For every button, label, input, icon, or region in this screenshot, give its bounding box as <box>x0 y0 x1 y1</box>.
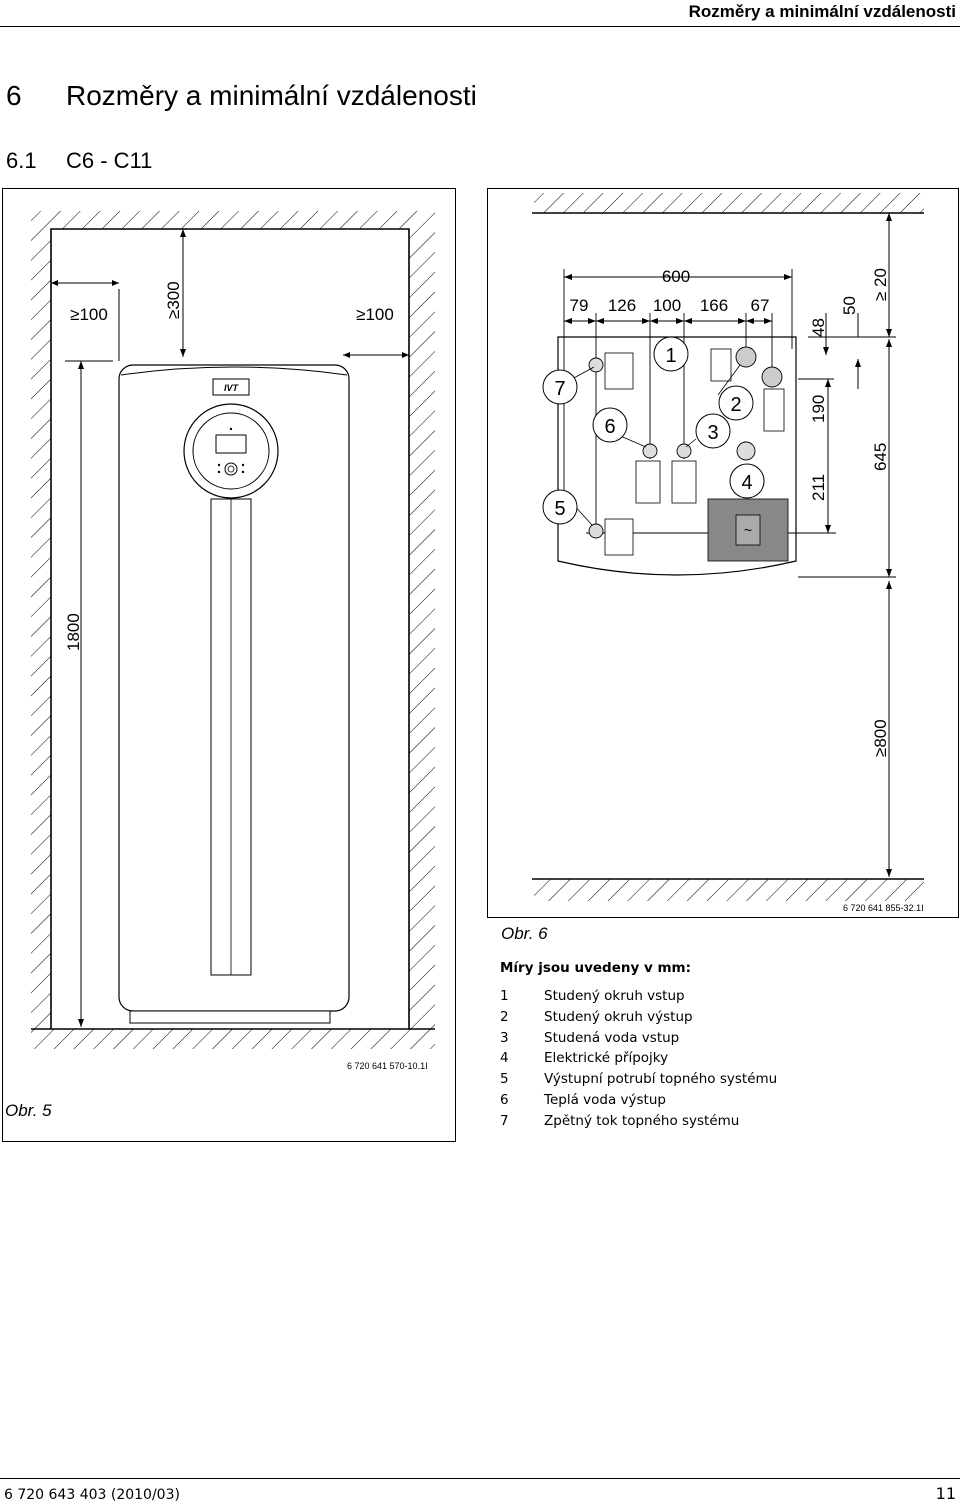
dim-100: 100 <box>653 296 681 315</box>
brand-logo-text: IVT <box>224 383 240 393</box>
dim-190: 190 <box>809 395 828 423</box>
brine-out-icon <box>763 388 785 432</box>
figure-5-drawing: IVT ≥100 ≥300 ≥100 1800 <box>31 211 435 1049</box>
connection-3 <box>676 443 692 459</box>
dim-left-clearance: ≥100 <box>70 305 108 324</box>
dim-right-clearance: ≥100 <box>356 305 394 324</box>
control-knob <box>224 462 238 476</box>
wall-top-hatch <box>534 193 924 213</box>
dim-total-width: 600 <box>662 267 690 286</box>
subsection-number: 6.1 <box>6 148 37 173</box>
brine-in-icon <box>710 348 732 382</box>
figure-6-caption: Obr. 6 <box>501 924 548 943</box>
dim-48: 48 <box>809 318 828 337</box>
figure-5-frame: IVT ≥100 ≥300 ≥100 1800 6 720 641 570-10… <box>2 188 456 1142</box>
footer-rule <box>0 1478 960 1479</box>
figure-5-code: 6 720 641 570-10.1I <box>347 1061 428 1071</box>
connection-2 <box>761 366 783 388</box>
dim-top-clearance: ≥300 <box>164 281 183 319</box>
connection-7 <box>588 357 604 373</box>
niche-outline <box>50 228 410 1029</box>
page-number: 11 <box>935 1484 956 1503</box>
connection-5 <box>588 523 604 539</box>
dim-67: 67 <box>751 296 770 315</box>
figure-5-caption: Obr. 5 <box>5 1101 52 1120</box>
dim-min-20: ≥ 20 <box>871 268 890 301</box>
figure-6-drawing: 600 79 126 100 166 67 48 50 ≥ 20 190 211 <box>532 193 924 901</box>
running-header: Rozměry a minimální vzdálenosti <box>688 2 956 21</box>
callout-7: 7 <box>554 378 565 400</box>
dim-211: 211 <box>809 474 828 501</box>
dim-166: 166 <box>700 296 728 315</box>
dim-50: 50 <box>840 296 859 315</box>
brand-logo <box>212 378 250 396</box>
figure-6-frame: 600 79 126 100 166 67 48 50 ≥ 20 190 211 <box>487 188 959 918</box>
electric-plug-icon <box>735 514 761 546</box>
floor-hatch <box>31 1029 435 1049</box>
wall-bottom-hatch <box>534 879 924 901</box>
legend-title: Míry jsou uvedeny v mm: <box>500 960 691 976</box>
footer-doc-number: 6 720 643 403 (2010/03) <box>4 1487 180 1503</box>
dim-645: 645 <box>871 443 890 471</box>
subsection-title: C6 - C11 <box>66 148 153 173</box>
section-title: Rozměry a minimální vzdálenosti <box>66 80 477 111</box>
hot-water-icon <box>635 460 661 504</box>
connection-6 <box>642 443 658 459</box>
callout-5: 5 <box>554 498 565 520</box>
section-heading: 6 Rozměry a minimální vzdálenosti <box>6 80 477 112</box>
svg-text:~: ~ <box>744 522 752 538</box>
left-wall-hatch <box>31 229 51 1029</box>
connection-1 <box>735 346 757 368</box>
return-heating-icon <box>604 352 634 390</box>
flow-heating-icon <box>604 518 634 556</box>
dim-height: 1800 <box>64 613 83 651</box>
cold-water-icon <box>671 460 697 504</box>
unit-base <box>129 1010 331 1024</box>
callout-2: 2 <box>730 394 741 416</box>
subsection-heading: 6.1 C6 - C11 <box>6 148 152 174</box>
callout-1: 1 <box>665 345 676 367</box>
figure-6-code: 6 720 641 855-32.1I <box>843 903 924 913</box>
section-number: 6 <box>6 80 22 111</box>
header-rule <box>0 26 960 27</box>
callout-6: 6 <box>604 416 615 438</box>
connection-4-gland <box>736 441 756 461</box>
dim-126: 126 <box>608 296 636 315</box>
display-screen <box>215 434 247 454</box>
right-wall-hatch <box>409 211 435 1029</box>
callout-3: 3 <box>707 422 718 444</box>
dim-min-800: ≥800 <box>871 719 890 757</box>
dim-79: 79 <box>570 296 589 315</box>
callout-4: 4 <box>741 472 752 494</box>
ceiling-hatch <box>31 211 409 229</box>
